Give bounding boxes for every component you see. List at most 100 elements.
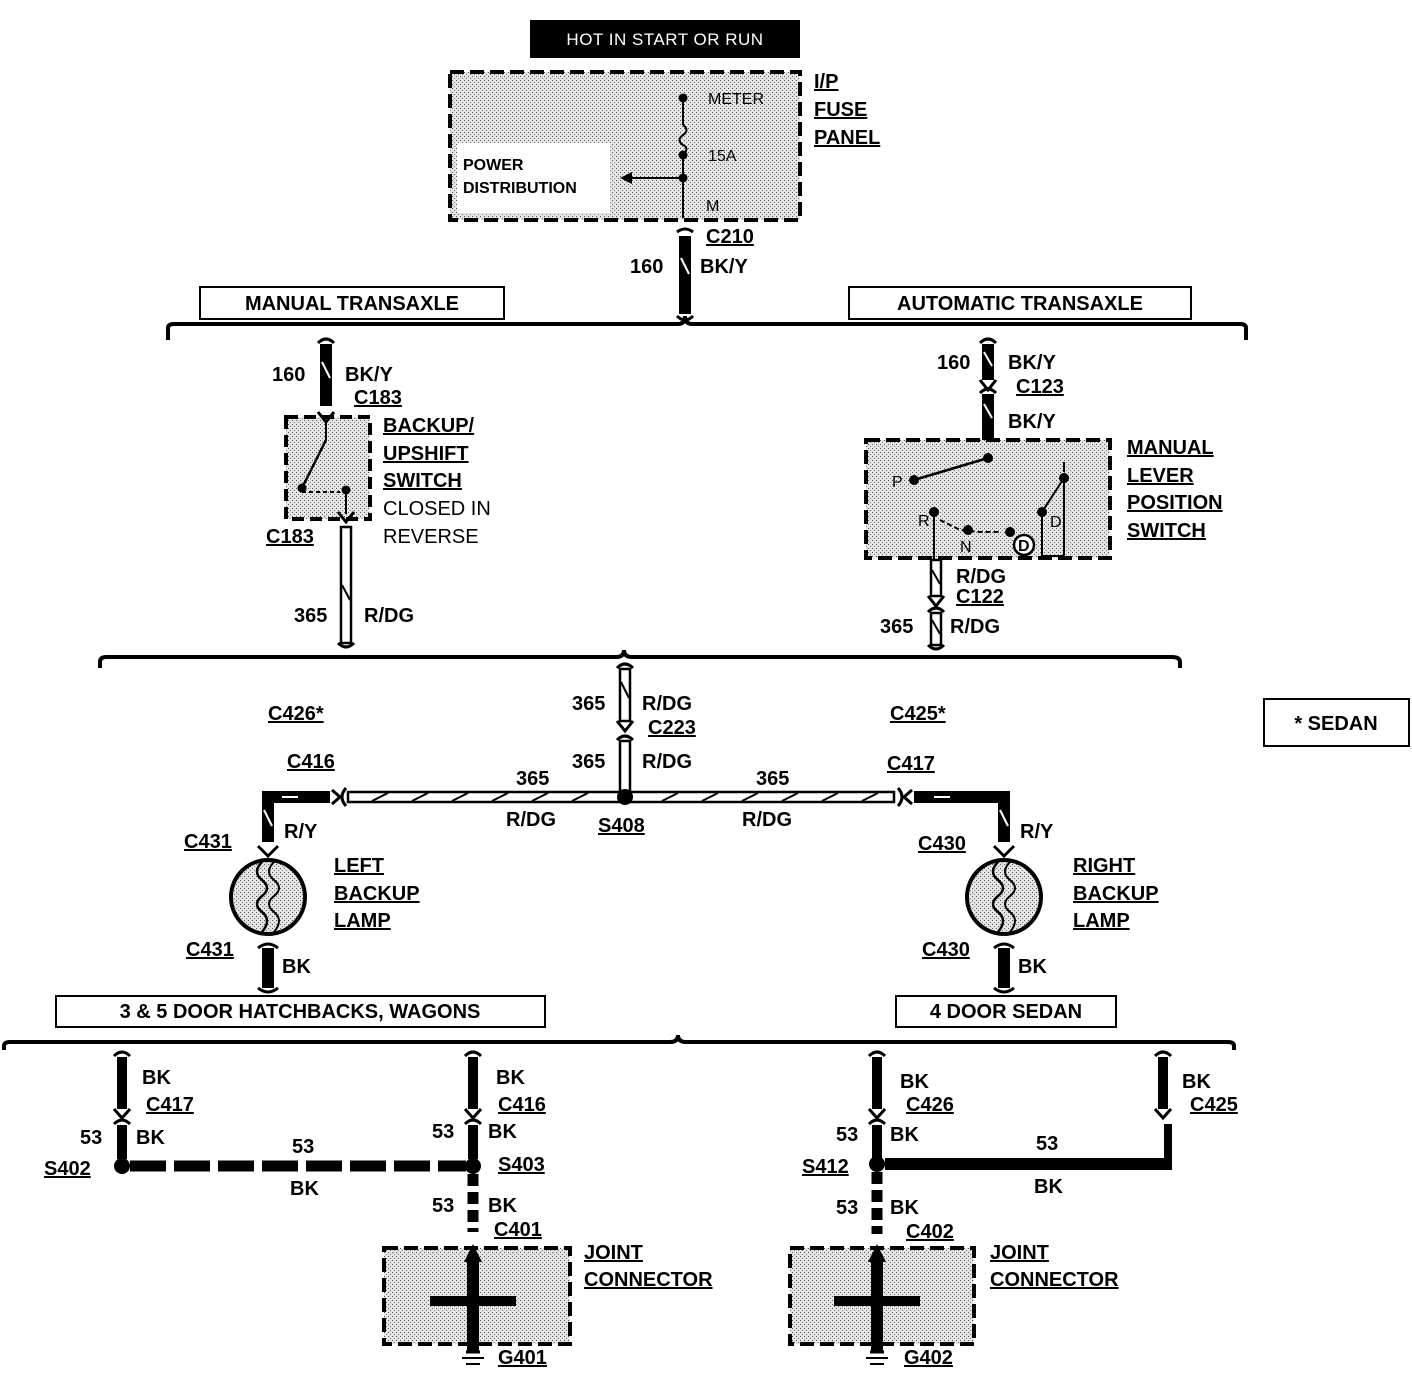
right-connector-c417: C417 [887, 753, 935, 775]
circuit-160-main: 160 [630, 256, 663, 278]
gl-w1-color2: BK [136, 1127, 165, 1149]
splice-s412-dot [869, 1156, 885, 1172]
automatic-transaxle-label: AUTOMATIC TRANSAXLE [897, 293, 1143, 315]
gr-joint-line1: JOINT [990, 1242, 1049, 1264]
manual-circuit-160: 160 [272, 364, 305, 386]
mlps-label-line3: POSITION [1127, 492, 1223, 514]
gr-down-color: BK [890, 1197, 919, 1219]
gl-joint-line1: JOINT [584, 1242, 643, 1264]
manual-out-color: R/DG [364, 605, 414, 627]
gl-splice-s402: S402 [44, 1158, 91, 1180]
splice-s403-dot [465, 1158, 481, 1174]
right-lamp-bulb-icon [965, 858, 1043, 936]
left-lamp-bulb-icon [229, 858, 307, 936]
position-d: D [1050, 514, 1062, 531]
switch-label-line1: BACKUP/ [383, 415, 475, 437]
gl-w1-color: BK [142, 1067, 171, 1089]
gl-down-conn: C401 [494, 1219, 542, 1241]
center-color-2: R/DG [642, 751, 692, 773]
splice-s408-dot [617, 789, 633, 805]
auto-connector-c123: C123 [1016, 376, 1064, 398]
fuse-panel-label-line1: I/P [814, 71, 838, 93]
sedan-box: 4 DOOR SEDAN [895, 995, 1117, 1028]
gl-w2-color: BK [496, 1067, 525, 1089]
fuse-panel-label-line2: FUSE [814, 99, 867, 121]
gr-w1-conn: C426 [906, 1094, 954, 1116]
switch-label-line2: UPSHIFT [383, 443, 469, 465]
manual-wire-color: BK/Y [345, 364, 393, 386]
gl-joint-line2: CONNECTOR [584, 1269, 713, 1291]
gl-w2-conn: C416 [498, 1094, 546, 1116]
splice-s408: S408 [598, 815, 645, 837]
gl-ground: G401 [498, 1347, 547, 1369]
auto-wire-color: BK/Y [1008, 352, 1056, 374]
gr-w1-color: BK [900, 1071, 929, 1093]
right-bus-color: R/DG [742, 809, 792, 831]
left-lamp-conn-top: C431 [184, 831, 232, 853]
left-lamp-label-line3: LAMP [334, 910, 391, 932]
center-connector-c223: C223 [648, 717, 696, 739]
auto-wire-color-2: BK/Y [1008, 411, 1056, 433]
automatic-transaxle-box: AUTOMATIC TRANSAXLE [848, 286, 1192, 320]
auto-branch: 160 BK/Y C123 BK/Y P R N D D MANUAL LEVE… [864, 337, 1223, 651]
position-n: N [960, 539, 972, 556]
gr-mid-color: BK [1034, 1176, 1063, 1198]
auto-out-color-1: R/DG [956, 566, 1006, 588]
manual-transaxle-label: MANUAL TRANSAXLE [245, 293, 459, 315]
gr-ground: G402 [904, 1347, 953, 1369]
manual-connector-c183-top: C183 [354, 387, 402, 409]
gl-w1-circuit: 53 [80, 1127, 102, 1149]
mlps-label-line4: SWITCH [1127, 520, 1206, 542]
manual-branch: 160 BK/Y C183 BACKUP/ UPSHIFT SWITCH CLO… [266, 337, 491, 649]
right-lamp-wire: R/Y [1020, 821, 1054, 843]
right-lamp-label-line2: BACKUP [1073, 883, 1159, 905]
switch-label-line3: SWITCH [383, 470, 462, 492]
bus-label: M [706, 198, 719, 215]
gr-w1-circuit: 53 [836, 1124, 858, 1146]
manual-connector-c183-bottom: C183 [266, 526, 314, 548]
gr-w2-conn: C425 [1190, 1094, 1238, 1116]
sedan-note: * SEDAN [1294, 713, 1377, 735]
header-title: HOT IN START OR RUN [566, 30, 763, 49]
switch-contact-icon [300, 439, 328, 489]
right-lamp-label-line1: RIGHT [1073, 855, 1135, 877]
wire-160-main: C210 160 BK/Y [630, 226, 754, 322]
auto-connector-c122: C122 [956, 586, 1004, 608]
connector-c210: C210 [706, 226, 754, 248]
ground-right-group: BK C426 53 BK S412 53 BK BK C425 53 BK C… [788, 1050, 1238, 1369]
hatch-box: 3 & 5 DOOR HATCHBACKS, WAGONS [55, 995, 546, 1028]
center-color-1: R/DG [642, 693, 692, 715]
gr-w1-color2: BK [890, 1124, 919, 1146]
gr-w2-color: BK [1182, 1071, 1211, 1093]
right-lamp-conn-bottom: C430 [922, 939, 970, 961]
center-circuit-2: 365 [572, 751, 605, 773]
fuse-panel-label-line3: PANEL [814, 127, 880, 149]
splice-s402-dot [114, 1158, 130, 1174]
gl-down-color: BK [488, 1195, 517, 1217]
sedan-label: 4 DOOR SEDAN [930, 1001, 1082, 1023]
fuse-icon [678, 124, 688, 156]
gr-joint-line2: CONNECTOR [990, 1269, 1119, 1291]
switch-label-line5: REVERSE [383, 526, 479, 548]
gl-mid-color: BK [290, 1178, 319, 1200]
meter-label: METER [708, 91, 764, 108]
left-bus-color: R/DG [506, 809, 556, 831]
position-p: P [892, 474, 903, 491]
position-od: D [1018, 538, 1030, 555]
gr-splice-s412: S412 [802, 1156, 849, 1178]
left-lamp-label-line1: LEFT [334, 855, 384, 877]
gl-w2-circuit: 53 [432, 1121, 454, 1143]
left-backup-lamp-group: C426* C416 R/Y C431 LEFT BACKUP LAMP C43… [184, 703, 420, 994]
auto-out-circuit: 365 [880, 616, 913, 638]
manual-transaxle-box: MANUAL TRANSAXLE [199, 286, 505, 320]
fuse-rating: 15A [708, 148, 737, 165]
gr-mid-circuit: 53 [1036, 1133, 1058, 1155]
gl-mid-circuit: 53 [292, 1136, 314, 1158]
gr-down-conn: C402 [906, 1221, 954, 1243]
left-sedan-connector: C426* [268, 703, 324, 725]
auto-circuit-160: 160 [937, 352, 970, 374]
center-feed: 365 R/DG C223 365 R/DG S408 365 R/DG 365… [346, 662, 896, 837]
switch-label-line4: CLOSED IN [383, 498, 491, 520]
left-connector-c416: C416 [287, 751, 335, 773]
